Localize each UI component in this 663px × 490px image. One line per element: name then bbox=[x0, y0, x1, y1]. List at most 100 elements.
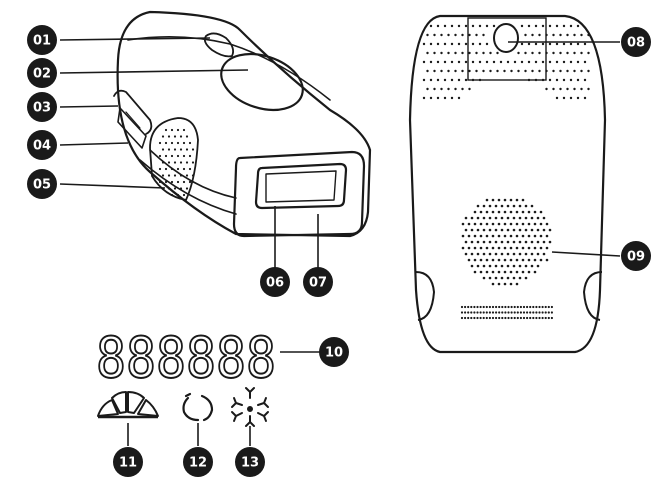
vent-hole bbox=[530, 252, 534, 256]
vent-hole bbox=[526, 316, 529, 320]
vent-hole bbox=[500, 264, 504, 268]
vent-hole bbox=[555, 96, 559, 100]
vent-hole bbox=[547, 311, 550, 314]
vent-hole bbox=[520, 42, 524, 46]
vent-hole bbox=[535, 311, 538, 314]
vent-hole bbox=[479, 258, 483, 262]
energy-level-icon bbox=[97, 391, 159, 419]
vent-hole bbox=[476, 228, 480, 232]
vent-hole bbox=[473, 316, 476, 320]
callout-10-label: 10 bbox=[325, 346, 343, 361]
vent-hole bbox=[467, 311, 470, 314]
vent-hole bbox=[467, 246, 471, 250]
vent-hole bbox=[488, 216, 492, 220]
vent-hole bbox=[536, 228, 540, 232]
vent-hole bbox=[527, 42, 531, 46]
vent-hole bbox=[491, 270, 495, 274]
callout-04-label: 04 bbox=[33, 139, 51, 154]
vent-hole bbox=[476, 216, 480, 220]
vent-hole bbox=[179, 174, 183, 177]
back-body-outline bbox=[408, 14, 607, 354]
callout-09: 09 bbox=[621, 241, 651, 271]
vent-hole bbox=[573, 87, 576, 91]
vent-hole bbox=[185, 187, 189, 190]
vent-hole bbox=[476, 264, 480, 268]
vent-hole bbox=[494, 240, 498, 244]
vent-hole bbox=[539, 234, 543, 238]
vent-hole bbox=[494, 276, 498, 280]
left-grip bbox=[415, 271, 436, 321]
vent-hole bbox=[524, 33, 527, 37]
vent-hole bbox=[524, 252, 528, 256]
vent-hole bbox=[447, 87, 450, 91]
right-grip bbox=[582, 271, 603, 321]
vent-hole bbox=[583, 96, 587, 100]
vent-hole bbox=[454, 69, 457, 73]
vent-hole bbox=[464, 216, 468, 220]
vent-hole bbox=[510, 305, 513, 309]
vent-hole bbox=[488, 252, 492, 256]
vent-hole bbox=[479, 234, 483, 238]
vent-hole bbox=[512, 204, 516, 208]
vent-hole bbox=[471, 24, 475, 28]
vent-hole bbox=[504, 311, 507, 314]
vent-hole bbox=[533, 210, 537, 214]
vent-hole bbox=[527, 78, 531, 82]
vent-hole bbox=[167, 148, 171, 151]
vent-hole bbox=[164, 154, 168, 158]
vent-hole bbox=[501, 316, 504, 320]
vent-hole bbox=[461, 222, 465, 226]
vent-hole bbox=[478, 42, 482, 46]
vent-hole bbox=[499, 60, 503, 64]
vent-hole bbox=[587, 87, 590, 91]
vent-hole bbox=[167, 161, 171, 164]
vent-hole bbox=[569, 42, 573, 46]
vent-hole bbox=[491, 311, 495, 314]
vent-hole bbox=[521, 246, 525, 250]
vent-hole bbox=[541, 42, 545, 46]
vent-hole bbox=[515, 222, 519, 226]
vent-hole bbox=[532, 311, 535, 314]
callout-04: 04 bbox=[27, 130, 57, 160]
vent-hole bbox=[436, 24, 440, 28]
vent-hole bbox=[494, 252, 498, 256]
vent-hole bbox=[473, 258, 477, 262]
vent-hole bbox=[559, 69, 562, 73]
vent-hole bbox=[191, 161, 195, 164]
callout-01: 01 bbox=[27, 25, 57, 55]
vent-hole bbox=[521, 258, 525, 262]
vent-hole bbox=[497, 258, 501, 262]
vent-hole bbox=[503, 258, 507, 262]
vent-hole bbox=[433, 51, 436, 55]
vent-hole bbox=[467, 222, 471, 226]
vent-hole bbox=[173, 148, 177, 151]
vent-hole bbox=[176, 167, 180, 171]
vent-hole bbox=[527, 246, 531, 250]
vent-hole bbox=[516, 316, 519, 320]
vent-hole bbox=[470, 311, 473, 314]
callout-07: 07 bbox=[303, 267, 333, 297]
vent-hole bbox=[470, 240, 474, 244]
vent-hole bbox=[479, 305, 482, 309]
vent-hole bbox=[518, 228, 522, 232]
vent-hole bbox=[503, 198, 507, 202]
hanging-hole bbox=[493, 23, 519, 53]
vent-hole bbox=[450, 96, 454, 100]
vent-hole bbox=[535, 305, 538, 309]
vent-hole bbox=[426, 51, 429, 55]
vent-hole bbox=[495, 311, 498, 314]
vent-hole bbox=[576, 24, 580, 28]
vent-hole bbox=[188, 180, 192, 184]
vent-hole bbox=[506, 216, 510, 220]
vent-hole bbox=[509, 258, 513, 262]
vent-hole bbox=[498, 316, 501, 320]
vent-hole bbox=[522, 305, 526, 309]
side-vent-panel bbox=[149, 117, 199, 201]
vent-hole bbox=[566, 69, 569, 73]
vent-hole bbox=[485, 24, 489, 28]
vent-hole bbox=[559, 33, 562, 37]
vent-hole bbox=[562, 60, 566, 64]
vent-hole bbox=[555, 24, 559, 28]
vent-hole bbox=[522, 316, 526, 320]
vent-hole bbox=[497, 246, 501, 250]
